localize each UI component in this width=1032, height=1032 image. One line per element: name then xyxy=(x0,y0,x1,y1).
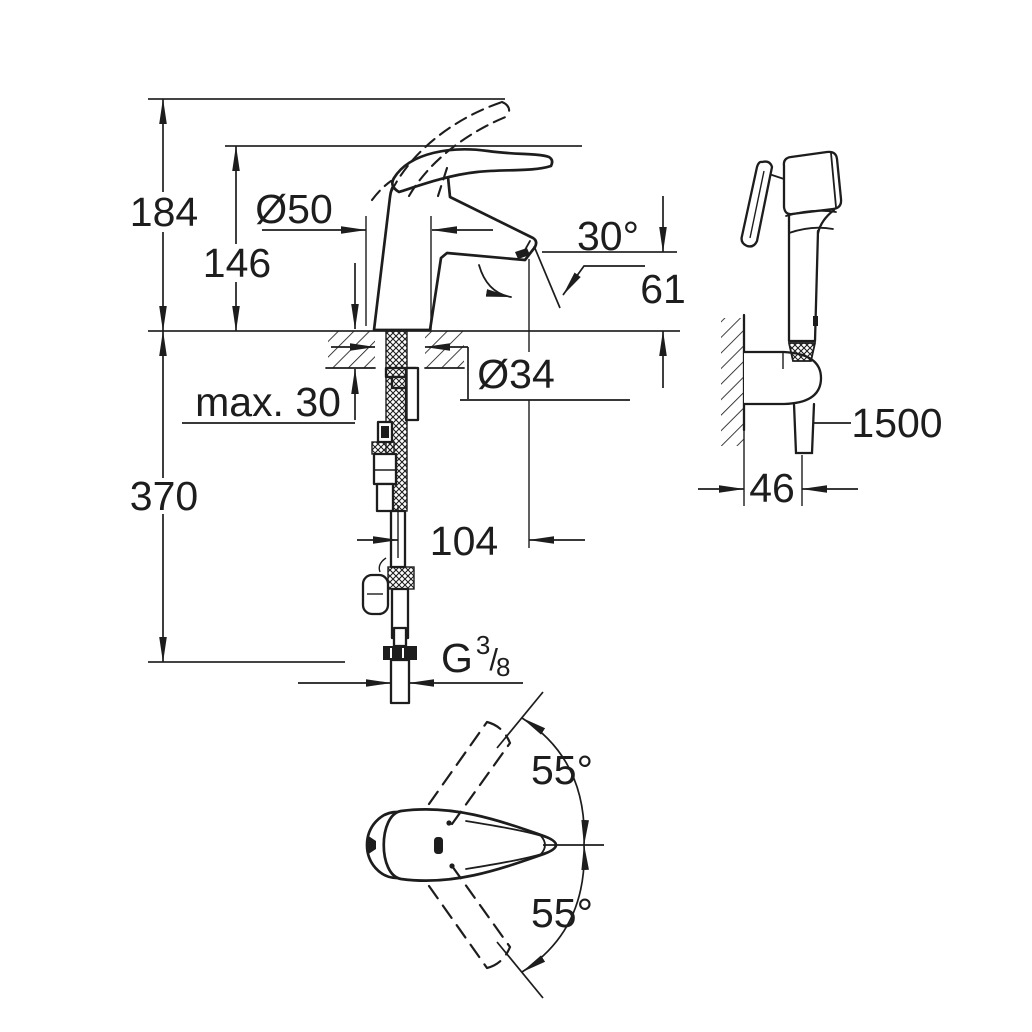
faucet-lever-handle xyxy=(391,148,554,194)
dim-base-diameter: Ø50 xyxy=(255,186,493,330)
fixing-plate xyxy=(372,452,398,486)
dim-hole-diameter: Ø34 xyxy=(331,259,630,548)
trigger-link xyxy=(771,174,785,180)
angle-arc-up xyxy=(521,717,589,846)
shower-hose xyxy=(792,402,816,455)
hose-collar xyxy=(387,566,415,590)
spray-head xyxy=(782,150,843,216)
thread-prefix: G xyxy=(441,635,473,681)
dim-label-55-up: 55° xyxy=(531,747,593,793)
dim-label-o34: Ø34 xyxy=(477,351,555,397)
dim-hose-length: 1500 xyxy=(814,400,943,446)
raised-handle-edge xyxy=(436,166,449,198)
hose-fitting xyxy=(392,626,408,648)
lever-ghost-up xyxy=(427,720,512,826)
trigger-line xyxy=(749,170,765,239)
dim-label-146: 146 xyxy=(203,240,271,286)
lever-swing-ghosts xyxy=(427,720,512,970)
neck-contour-2 xyxy=(788,226,834,234)
hose-cone xyxy=(787,342,817,362)
dim-max-deck-thickness: max. 30 xyxy=(182,263,359,425)
fixing-sleeve xyxy=(375,482,395,513)
dim-label-46: 46 xyxy=(749,465,795,511)
connection-nut-slits xyxy=(390,648,404,658)
dim-aerator-height: 146 xyxy=(203,145,271,332)
dim-label-61: 61 xyxy=(640,266,686,312)
dim-label-max30: max. 30 xyxy=(195,379,341,425)
wall-hatch xyxy=(721,318,744,446)
lever-top-view xyxy=(382,807,558,883)
thread-slash: / xyxy=(489,642,498,677)
connection-tube xyxy=(389,658,411,705)
dim-label-30deg: 30° xyxy=(577,213,639,259)
dim-label-370: 370 xyxy=(130,473,198,519)
dim-label-184: 184 xyxy=(130,189,198,235)
lever-center-mark xyxy=(434,837,443,854)
spray-face-line xyxy=(830,152,837,208)
top-view: 55° 55° xyxy=(365,691,604,999)
dim-depth-below-deck: 370 xyxy=(130,330,198,663)
raised-handle-tip xyxy=(500,100,511,118)
dim-holder-projection: 46 xyxy=(698,430,858,511)
dim-label-1500: 1500 xyxy=(851,400,942,446)
dim-swing-angles: 55° 55° xyxy=(496,691,604,999)
flow-direction-arrow xyxy=(478,264,512,298)
connection-nut xyxy=(383,646,417,660)
hand-shower-view: 1500 46 xyxy=(698,150,943,511)
counter-hatch-right xyxy=(425,331,464,368)
thread-numerator: 3 xyxy=(476,630,490,660)
spray-handle-fill xyxy=(789,212,820,341)
lever-dot-top xyxy=(446,820,452,826)
guide-rod xyxy=(404,366,420,422)
aerator-slot xyxy=(515,248,530,259)
raised-handle-outline-2 xyxy=(407,114,510,198)
dim-overall-height: 184 xyxy=(130,98,198,332)
clamp-detail xyxy=(381,426,389,438)
spray-handle-nub xyxy=(813,316,818,326)
neck-edge xyxy=(816,208,836,235)
angle-slant-line xyxy=(533,245,561,309)
raised-handle-ghost xyxy=(370,100,511,202)
dim-label-o50: Ø50 xyxy=(255,186,333,232)
raised-handle-base xyxy=(370,179,393,202)
lever-left-notch xyxy=(367,835,376,855)
dim-label-104: 104 xyxy=(430,518,498,564)
dim-spout-reach: 104 xyxy=(357,505,585,564)
side-view: 184 146 Ø50 30° 61 xyxy=(130,98,686,705)
hose-fill xyxy=(794,404,814,453)
dim-outlet-clearance: 61 xyxy=(640,196,686,388)
dim-label-55-down: 55° xyxy=(531,890,593,936)
dim-spout-angle: 30° xyxy=(533,213,645,309)
counter-hatch-left xyxy=(328,331,375,368)
below-deck-assembly xyxy=(361,330,420,705)
angle-leader xyxy=(562,265,645,296)
angle-tick-up xyxy=(496,691,544,749)
fixing-nut xyxy=(371,441,395,455)
angle-tick-down xyxy=(496,941,544,999)
angle-arc-down xyxy=(521,844,589,973)
check-valve-stem xyxy=(378,557,387,573)
lever-ghost-down xyxy=(427,864,512,970)
thread-denominator: 8 xyxy=(496,652,510,682)
